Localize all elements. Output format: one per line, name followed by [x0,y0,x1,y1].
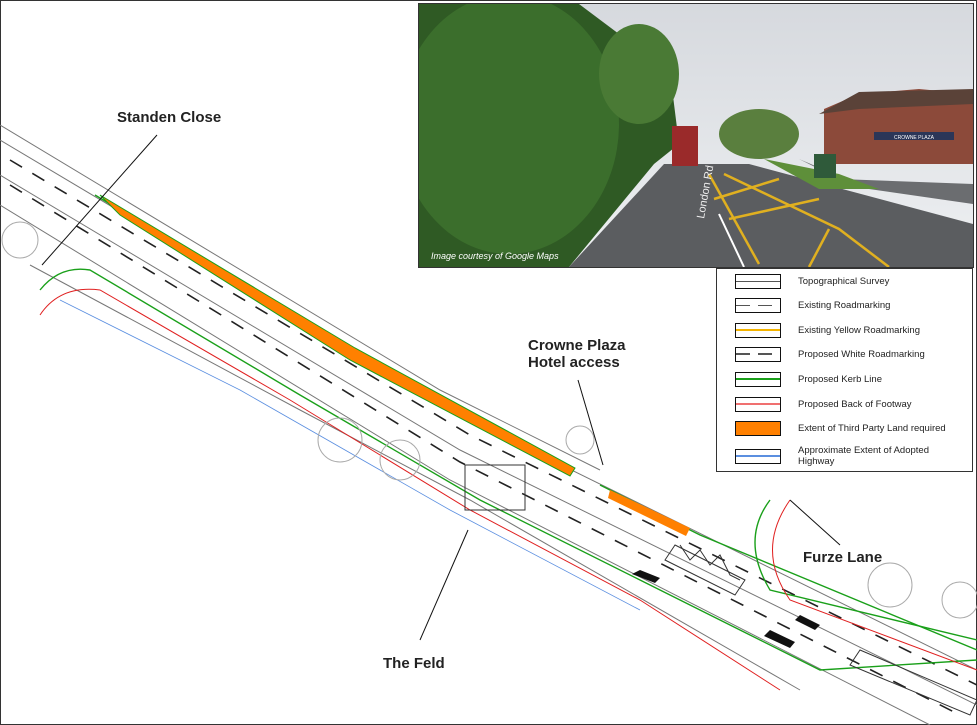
label-crowne-plaza-line2: Hotel access [528,354,620,371]
legend-label: Approximate Extent of Adopted Highway [798,445,929,467]
legend-item: Proposed Back of Footway [735,397,912,412]
adopted-highway [59,299,641,611]
legend-label: Extent of Third Party Land required [798,423,946,434]
hatched-area [664,544,977,716]
label-standen-close: Standen Close [117,109,222,126]
legend-swatch [735,298,781,313]
road-markings [9,159,977,716]
legend-label: Proposed Kerb Line [798,374,882,385]
arrows [632,570,820,648]
label-pointers [41,134,841,641]
tree-outlines [1,221,977,619]
photo-credit: Image courtesy of Google Maps [431,251,559,261]
legend-swatch [735,421,781,436]
junction-box [464,464,526,511]
legend-item: Approximate Extent of Adopted Highway [735,445,938,467]
third-party-land-hotel [608,490,690,536]
legend-swatch [735,274,781,289]
legend-swatch [735,323,781,338]
street-view-photo: CROWNE PLAZA London Rd Image courtesy of… [418,3,974,268]
footway-lines [39,288,977,691]
legend-item: Proposed White Roadmarking [735,347,925,362]
legend-label: Proposed White Roadmarking [798,349,925,360]
legend-label: Topographical Survey [798,276,890,287]
label-the-feld: The Feld [383,655,445,672]
legend-item: Existing Yellow Roadmarking [735,323,920,338]
legend-swatch [735,372,781,387]
legend-item: Existing Roadmarking [735,298,890,313]
label-crowne-plaza: Crowne Plaza Hotel access [528,337,626,371]
legend-swatch [735,347,781,362]
label-furze-lane: Furze Lane [803,549,883,566]
legend-item: Proposed Kerb Line [735,372,882,387]
legend-item: Topographical Survey [735,274,889,289]
third-party-land-main [99,194,576,477]
legend-item: Extent of Third Party Land required [735,421,946,436]
legend-label: Proposed Back of Footway [798,399,912,410]
legend-label: Existing Roadmarking [798,300,891,311]
legend-swatch [735,397,781,412]
hotel-sign: CROWNE PLAZA [894,135,935,141]
legend-swatch [735,448,781,464]
label-crowne-plaza-line1: Crowne Plaza [528,337,626,354]
legend-label: Existing Yellow Roadmarking [798,325,920,336]
